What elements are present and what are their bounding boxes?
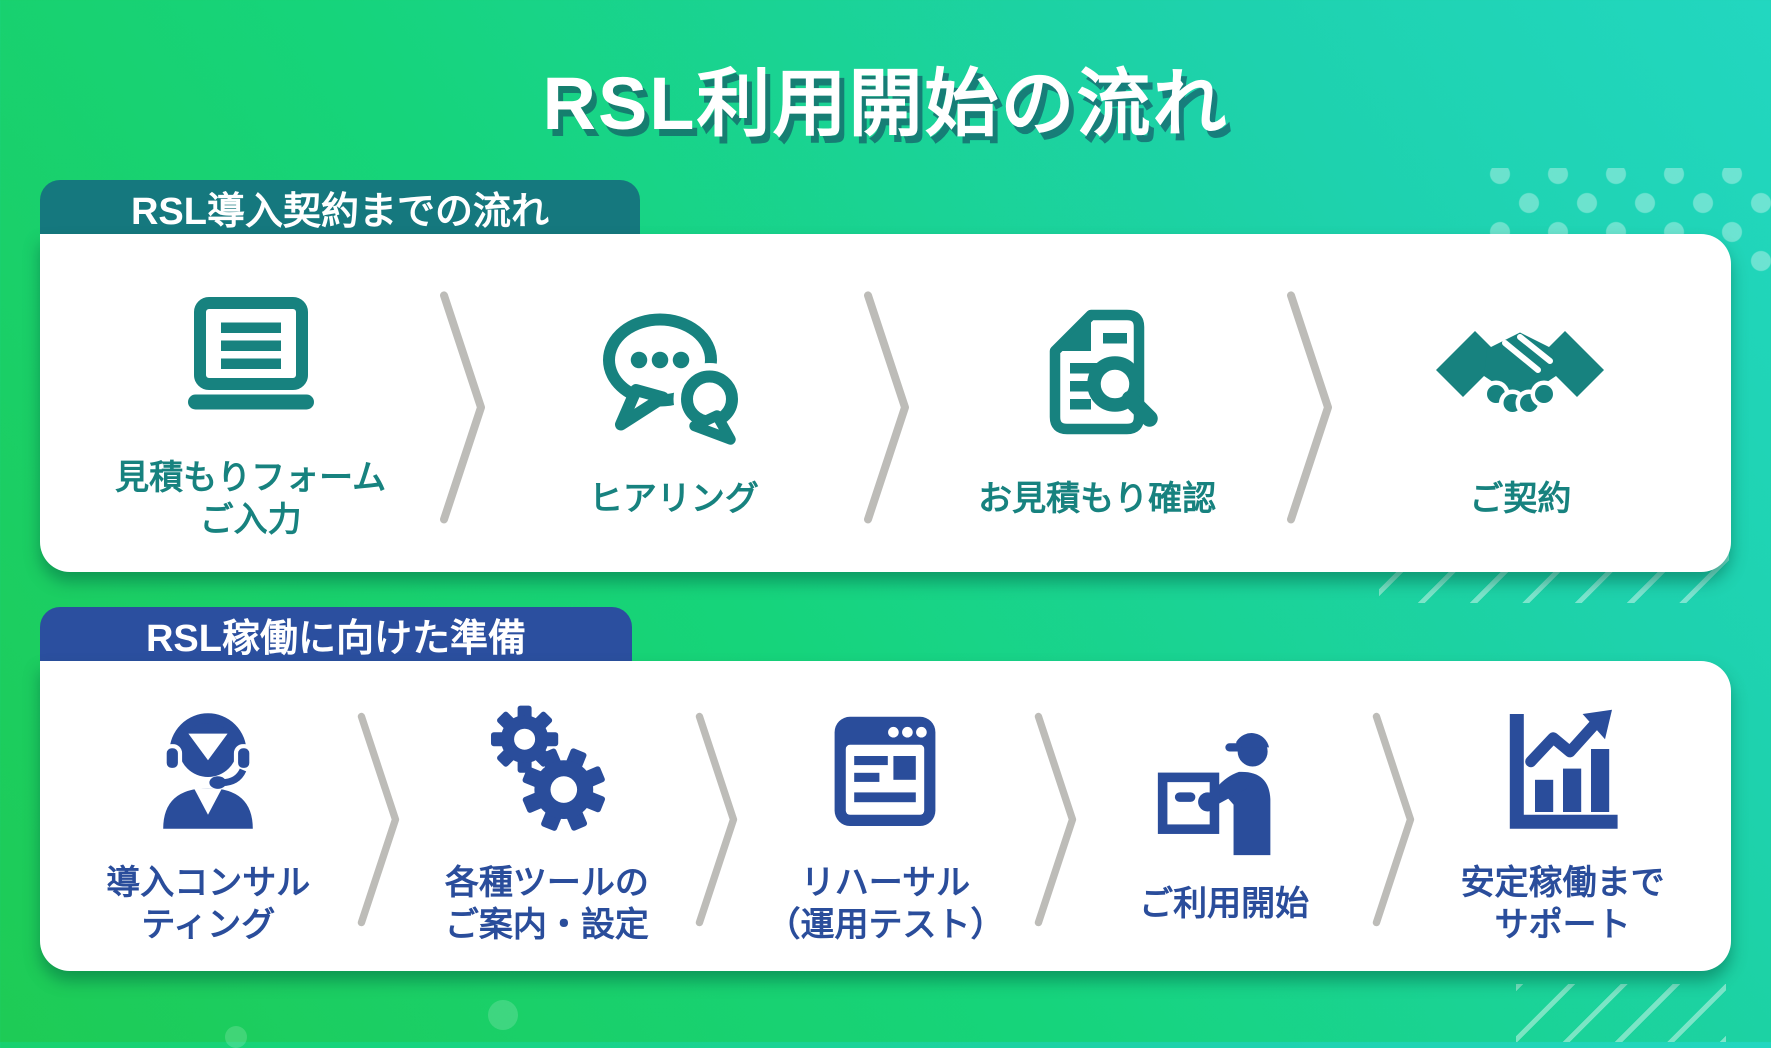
chevron-right-icon [1028, 689, 1082, 951]
chevron-right-icon [435, 262, 489, 552]
support-agent-icon [138, 694, 278, 846]
step-label: お見積もり確認 [978, 479, 1217, 518]
step-tools-setup: 各種ツールの ご案内・設定 [405, 689, 690, 951]
step-contract: ご契約 [1336, 262, 1705, 552]
growth-chart-icon [1493, 694, 1633, 846]
step-label: 見積もりフォーム ご入力 [115, 458, 387, 540]
step-hearing: ヒアリング [489, 262, 858, 552]
dot-decoration [488, 1000, 518, 1030]
delivery-start-icon [1149, 715, 1299, 867]
section-header-preparation: RSL稼働に向けた準備 [40, 607, 632, 661]
preparation-card: 導入コンサル ティング [40, 661, 1731, 971]
step-label: 安定稼働まで サポート [1460, 863, 1665, 945]
step-stable-support: 安定稼働まで サポート [1420, 689, 1705, 951]
handshake-icon [1430, 294, 1610, 462]
chevron-right-icon [689, 689, 743, 951]
step-quote-confirm: お見積もり確認 [913, 262, 1282, 552]
dot-decoration [225, 1026, 247, 1048]
browser-window-icon [815, 694, 955, 846]
contract-flow-card: 見積もりフォーム ご入力 ヒアリング [40, 234, 1731, 572]
gears-icon [477, 694, 617, 846]
step-label: リハーサル （運用テスト） [766, 863, 1005, 945]
document-search-icon [1022, 294, 1172, 462]
page-title: RSL利用開始の流れ [542, 62, 1229, 145]
chat-bubbles-icon [591, 294, 756, 462]
step-start-use: ご利用開始 [1082, 689, 1367, 951]
laptop-form-icon [176, 273, 326, 441]
step-label: ご利用開始 [1139, 884, 1310, 923]
diagonal-stripes-bottom-right [1516, 984, 1726, 1042]
chevron-right-icon [1282, 262, 1336, 552]
step-rehearsal: リハーサル （運用テスト） [743, 689, 1028, 951]
section-header-contract-flow: RSL導入契約までの流れ [40, 180, 640, 234]
step-consulting: 導入コンサル ティング [66, 689, 351, 951]
step-label: ご契約 [1469, 479, 1572, 518]
chevron-right-icon [351, 689, 405, 951]
chevron-right-icon [859, 262, 913, 552]
section-contract-flow: RSL導入契約までの流れ 見積もりフォーム ご入力 [40, 180, 1731, 572]
section-preparation: RSL稼働に向けた準備 導入コンサル ティング [40, 607, 1731, 971]
chevron-right-icon [1366, 689, 1420, 951]
step-label: ヒアリング [588, 479, 759, 518]
step-label: 各種ツールの ご案内・設定 [444, 863, 649, 945]
step-label: 導入コンサル ティング [106, 863, 311, 945]
step-quote-form: 見積もりフォーム ご入力 [66, 262, 435, 552]
